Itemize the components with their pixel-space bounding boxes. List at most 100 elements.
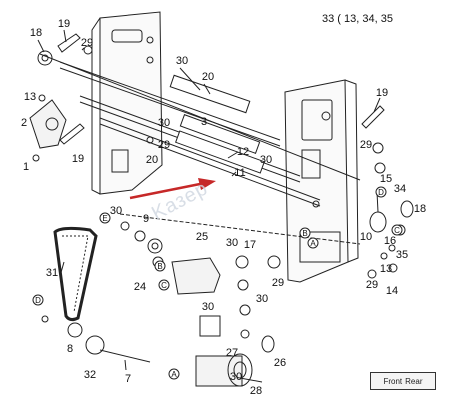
front-frame-flange xyxy=(91,17,101,195)
collar-13-rear xyxy=(380,252,388,260)
part-label: 16 xyxy=(384,235,396,247)
roller-lower xyxy=(99,117,321,207)
ref-circle xyxy=(375,186,387,198)
part-label: 30 xyxy=(226,237,238,249)
part-label: 29 xyxy=(366,279,378,291)
front-frame-window xyxy=(111,149,129,173)
lever-19 xyxy=(57,33,81,53)
part-label: 30 xyxy=(176,55,188,67)
front-frame-plate xyxy=(99,11,163,195)
leader xyxy=(81,47,85,51)
ref-letter: D xyxy=(35,296,41,305)
gear-17 xyxy=(235,255,249,269)
ref-circle xyxy=(99,212,111,224)
part-label: 29 xyxy=(81,37,93,49)
part-label: 2 xyxy=(21,117,27,129)
front-rear-badge: Front Rear xyxy=(370,372,436,390)
rear-frame-plate xyxy=(284,79,349,283)
ref-circle xyxy=(307,237,319,249)
part-label: 30 xyxy=(256,293,268,305)
part-label: 10 xyxy=(360,231,372,243)
part-label: 1 xyxy=(23,161,29,173)
gear-18 xyxy=(37,50,53,66)
leader xyxy=(203,83,211,95)
ref-circle xyxy=(32,294,44,306)
shaft-7 xyxy=(99,349,151,363)
leader xyxy=(37,39,45,53)
part-label: 30 xyxy=(110,205,122,217)
badge-rear: Rear xyxy=(405,376,423,386)
gear-35 xyxy=(388,244,396,252)
bearing-29-rear xyxy=(372,142,384,154)
collar-29 xyxy=(83,45,93,55)
bracket-25 xyxy=(171,257,221,295)
part-label: 13 xyxy=(380,263,392,275)
part-label: 29 xyxy=(272,277,284,289)
motor-28-face xyxy=(227,353,253,387)
bracket-small xyxy=(199,315,221,337)
rear-frame-window xyxy=(301,99,333,141)
part-label: 30 xyxy=(260,154,272,166)
leader xyxy=(59,261,65,277)
ref-circle xyxy=(168,368,180,380)
part-label: 3 xyxy=(201,116,207,128)
front-frame-hole xyxy=(146,36,154,44)
part-label: 34 xyxy=(394,183,406,195)
highlight-arrow xyxy=(129,178,216,200)
part-label: 17 xyxy=(244,239,256,251)
bracket-2 xyxy=(29,99,67,149)
part-label: 26 xyxy=(274,357,286,369)
part-label: 30 xyxy=(202,301,214,313)
part-label: 20 xyxy=(202,71,214,83)
part-label: 14 xyxy=(386,285,398,297)
lever-19-lower xyxy=(59,123,85,145)
pulley-32 xyxy=(85,335,105,355)
part-label: 31 xyxy=(46,267,58,279)
ref-letter: A xyxy=(310,239,316,248)
bearing-30 xyxy=(120,221,130,231)
part-label: 15 xyxy=(380,173,392,185)
gear-10-hub xyxy=(151,242,159,250)
bearing-29-rear-bottom xyxy=(267,255,281,269)
part-label: 18 xyxy=(30,27,42,39)
gear-27 xyxy=(240,329,250,339)
gear-8 xyxy=(67,322,83,338)
gear-15 xyxy=(374,162,386,174)
rear-frame-flange xyxy=(344,79,359,263)
part-label: 7 xyxy=(125,373,131,385)
gear-26 xyxy=(261,335,275,353)
part-label: 18 xyxy=(414,203,426,215)
part-label: 29 xyxy=(360,139,372,151)
reference-note: 33 ( 13, 34, 35 xyxy=(322,13,393,25)
ref-letter: D xyxy=(378,188,384,197)
ref-circle xyxy=(391,224,403,236)
ref-letter: E xyxy=(102,214,107,223)
part-label: 29 xyxy=(158,139,170,151)
part-label: 27 xyxy=(226,347,238,359)
leader xyxy=(239,377,263,383)
ref-circle xyxy=(154,260,166,272)
belt-31 xyxy=(53,226,98,322)
front-frame-slot xyxy=(111,29,143,43)
gear-9 xyxy=(134,230,146,242)
belt-31-inner xyxy=(62,235,89,313)
shaft-long xyxy=(39,53,361,181)
washer-5 xyxy=(41,315,49,323)
part-label: 19 xyxy=(58,18,70,30)
rear-frame-window xyxy=(299,231,341,263)
part-label: 19 xyxy=(72,153,84,165)
part-label: 30 xyxy=(230,371,242,383)
ref-letter: A xyxy=(171,370,177,379)
screw-1 xyxy=(32,154,40,162)
part-label: 19 xyxy=(376,87,388,99)
leader xyxy=(179,67,201,91)
ref-letter: B xyxy=(302,229,307,238)
part-label: 8 xyxy=(67,343,73,355)
collar-13 xyxy=(38,94,46,102)
ref-letter: C xyxy=(394,226,400,235)
badge-front: Front xyxy=(383,376,403,386)
part-label: 24 xyxy=(134,281,146,293)
gear-14 xyxy=(388,263,398,273)
part-label: 12 xyxy=(237,146,249,158)
shaft-bottom xyxy=(119,213,361,245)
